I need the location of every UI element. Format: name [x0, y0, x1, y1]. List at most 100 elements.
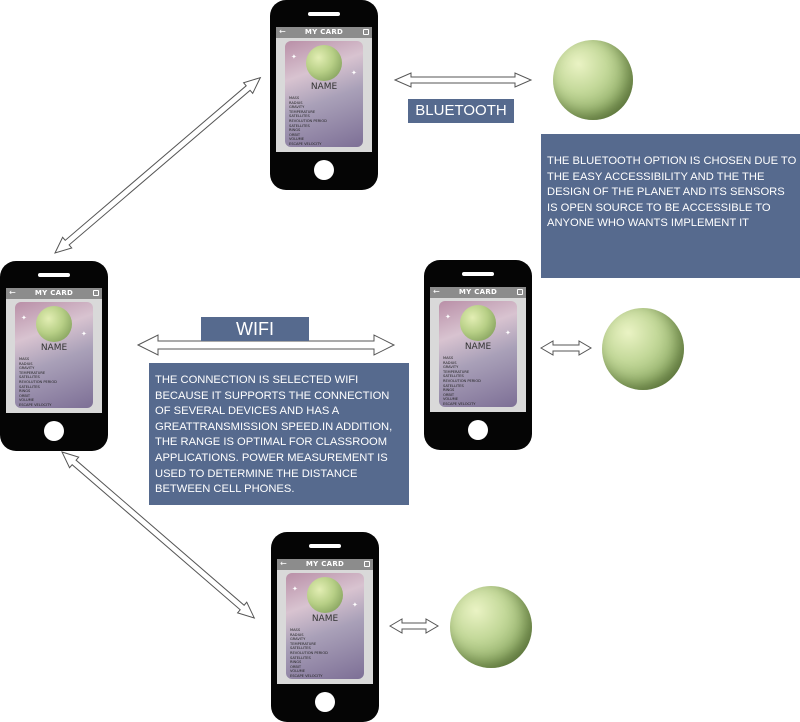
star-icon: ✦	[352, 601, 358, 609]
card-field: SATELLITES	[289, 123, 310, 128]
planet-image	[460, 305, 496, 341]
card-field: RINGS	[290, 660, 302, 665]
planet-image	[306, 45, 342, 81]
arrow-left-icon: ←	[433, 287, 440, 296]
card-field: TEMPERATURE	[290, 641, 317, 646]
card-field: GRAVITY	[289, 105, 305, 110]
card-field: RINGS	[19, 389, 31, 394]
card-field: RADIUS	[290, 632, 304, 637]
wifi-arrow	[136, 334, 396, 356]
bluetooth-description: THE BLUETOOTH OPTION IS CHOSEN DUE TO TH…	[541, 134, 800, 278]
screen-header: ← MY CARD	[276, 27, 372, 38]
card-field: RADIUS	[289, 100, 303, 105]
card-field: ESCAPE VELOCITY	[443, 401, 476, 406]
card-field: SATELLITES	[19, 375, 40, 380]
star-icon: ✦	[351, 69, 357, 77]
card-field: ORBIT	[19, 393, 31, 398]
card-field: MASS	[443, 356, 454, 360]
card-name: NAME	[310, 82, 338, 92]
planet-top	[553, 40, 633, 120]
card-field: SATELLITES	[290, 646, 311, 651]
card-name: NAME	[464, 342, 492, 352]
home-button	[468, 420, 488, 440]
screen-title: MY CARD	[305, 560, 345, 568]
camera-icon	[93, 290, 99, 296]
phone-speaker	[308, 12, 340, 16]
card-field: SATELLITES	[289, 114, 310, 119]
camera-icon	[363, 29, 369, 35]
star-icon: ✦	[292, 585, 298, 593]
camera-icon	[517, 289, 523, 295]
card-field: SATELLITES	[19, 384, 40, 389]
planet-image	[36, 306, 72, 342]
card-field: ORBIT	[290, 664, 302, 669]
card-field: VOLUME	[289, 137, 305, 142]
card-field: GRAVITY	[19, 366, 35, 371]
card-field: TEMPERATURE	[289, 109, 316, 114]
screen-header: ← MY CARD	[6, 288, 102, 299]
home-button	[314, 160, 334, 180]
card-field: RADIUS	[19, 361, 33, 366]
planet-bottom	[450, 586, 532, 668]
card-field: GRAVITY	[290, 637, 306, 642]
card-field: MASS	[290, 628, 301, 632]
card-field: ESCAPE VELOCITY	[290, 673, 323, 678]
screen-title: MY CARD	[304, 28, 344, 36]
card-field: VOLUME	[443, 397, 459, 402]
card-field: ESCAPE VELOCITY	[289, 141, 322, 146]
phone-speaker	[309, 544, 341, 548]
bluetooth-arrow-bottom	[389, 618, 439, 634]
card-field: RINGS	[443, 388, 455, 393]
planet-right	[602, 308, 684, 390]
card-field: TEMPERATURE	[443, 369, 470, 374]
arrow-left-icon: ←	[9, 288, 16, 297]
wifi-label: WIFI	[201, 317, 309, 341]
star-icon: ✦	[21, 314, 27, 322]
screen-title: MY CARD	[458, 288, 498, 296]
card-field: ORBIT	[443, 392, 455, 397]
card-field: ESCAPE VELOCITY	[19, 402, 52, 407]
arrow-left-icon: ←	[279, 27, 286, 36]
card-field: REVOLUTION PERIOD	[290, 650, 328, 655]
screen-header: ← MY CARD	[277, 559, 373, 570]
bluetooth-label: BLUETOOTH	[408, 99, 514, 123]
planet-image	[307, 577, 343, 613]
card-field: MASS	[19, 357, 30, 361]
star-icon: ✦	[445, 313, 451, 321]
card-name: NAME	[40, 343, 68, 353]
home-button	[315, 692, 335, 712]
screen-title: MY CARD	[34, 289, 74, 297]
wifi-arrow-diagonal-down	[61, 451, 256, 619]
card-field: MASS	[289, 96, 300, 100]
card-field: TEMPERATURE	[19, 370, 46, 375]
home-button	[44, 421, 64, 441]
card-field: SATELLITES	[443, 374, 464, 379]
card-field: RADIUS	[443, 360, 457, 365]
card-field: VOLUME	[290, 669, 306, 674]
phone-speaker	[462, 272, 494, 276]
bluetooth-arrow-middle	[540, 340, 592, 356]
wifi-description: THE CONNECTION IS SELECTED WIFI BECAUSE …	[149, 363, 409, 505]
star-icon: ✦	[505, 329, 511, 337]
screen-header: ← MY CARD	[430, 287, 526, 298]
card-field: VOLUME	[19, 398, 35, 403]
bluetooth-arrow-top	[393, 72, 533, 88]
card-field: REVOLUTION PERIOD	[19, 379, 57, 384]
card-field: REVOLUTION PERIOD	[443, 378, 481, 383]
